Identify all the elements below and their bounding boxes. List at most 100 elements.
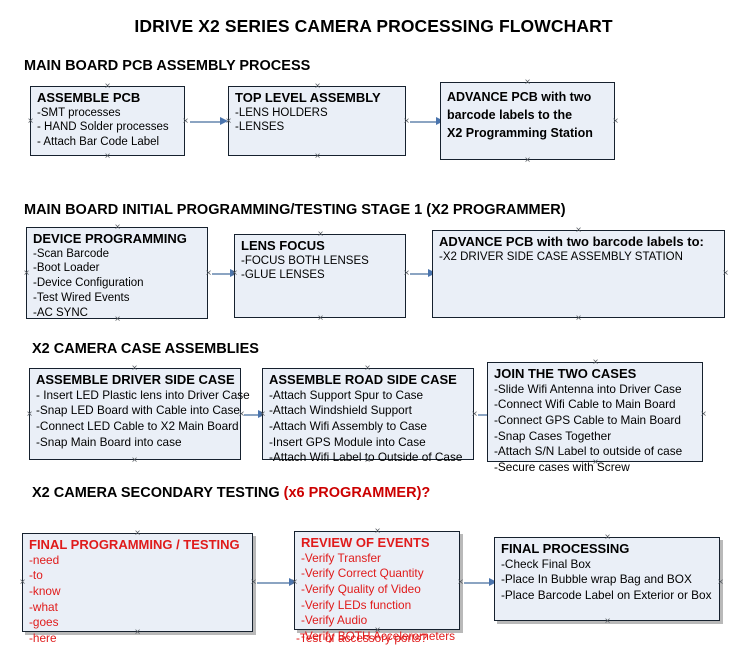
resize-handle-top[interactable]	[133, 529, 142, 538]
node-line: -know	[29, 583, 61, 598]
node-assemble-road-side-case[interactable]: ASSEMBLE ROAD SIDE CASE -Attach Support …	[262, 368, 474, 464]
resize-handle-top[interactable]	[130, 364, 139, 373]
node-advance-pcb-to-x2-programming-station[interactable]: ADVANCE PCB with two barcode labels to t…	[440, 82, 615, 160]
node-device-programming[interactable]: DEVICE PROGRAMMING -Scan Barcode -Boot L…	[26, 227, 208, 319]
resize-handle-top[interactable]	[363, 364, 372, 373]
node-final-programming-testing[interactable]: FINAL PROGRAMMING / TESTING -need -to -k…	[22, 533, 253, 645]
connector-review-of-events-to-final-processing	[464, 582, 492, 584]
connection-handle-left[interactable]	[290, 578, 299, 587]
resize-handle-bottom[interactable]	[316, 314, 325, 323]
node-assemble-pcb[interactable]: ASSEMBLE PCB -SMT processes - HAND Solde…	[30, 86, 185, 156]
connector-lens-focus-to-advance-pcb	[410, 273, 430, 275]
resize-handle-bottom[interactable]	[523, 156, 532, 165]
resize-handle-bottom[interactable]	[103, 152, 112, 161]
resize-handle-bottom[interactable]	[133, 628, 142, 637]
node-line: -Snap Cases Together	[494, 428, 612, 443]
node-line: -Attach Support Spur to Case	[269, 387, 424, 402]
connector-device-programming-to-lens-focus	[212, 273, 232, 275]
node-line: -Device Configuration	[33, 277, 144, 290]
node-title: FINAL PROCESSING	[501, 541, 630, 556]
resize-handle-top[interactable]	[574, 226, 583, 235]
node-title: REVIEW OF EVENTS	[301, 535, 430, 550]
node-line: -to	[29, 568, 43, 583]
connection-handle-left[interactable]	[26, 117, 35, 126]
connector-top-level-assembly-to-advance-pcb	[410, 121, 438, 123]
node-line: -Verify Quality of Video	[301, 581, 421, 596]
node-review-of-events[interactable]: REVIEW OF EVENTS -Verify Transfer -Verif…	[294, 531, 460, 643]
connection-handle-right[interactable]	[721, 269, 730, 278]
connection-handle-left[interactable]	[230, 269, 239, 278]
resize-handle-top[interactable]	[316, 230, 325, 239]
node-title: ASSEMBLE DRIVER SIDE CASE	[36, 372, 235, 387]
resize-handle-bottom[interactable]	[373, 626, 382, 635]
node-final-processing[interactable]: FINAL PROCESSING -Check Final Box -Place…	[494, 537, 720, 621]
connection-handle-left[interactable]	[18, 578, 27, 587]
node-title: FINAL PROGRAMMING / TESTING	[29, 537, 240, 552]
node-line: -Verify LEDs function	[301, 597, 412, 612]
node-line: -here	[29, 630, 57, 645]
resize-handle-bottom[interactable]	[363, 456, 372, 465]
node-advance-pcb-to-driver-side-case-station[interactable]: ADVANCE PCB with two barcode labels to: …	[432, 230, 725, 318]
node-line: barcode labels to the	[447, 107, 573, 122]
node-line: -Place In Bubble wrap Bag and BOX	[501, 572, 692, 587]
node-line: -Connect LED Cable to X2 Main Board	[36, 418, 239, 433]
connection-handle-right[interactable]	[181, 117, 190, 126]
node-line: -FOCUS BOTH LENSES	[241, 254, 369, 267]
resize-handle-top[interactable]	[373, 527, 382, 536]
connection-handle-right[interactable]	[699, 410, 708, 419]
node-join-the-two-cases[interactable]: JOIN THE TWO CASES -Slide Wifi Antenna i…	[487, 362, 703, 474]
connection-handle-right[interactable]	[611, 117, 620, 126]
node-line: -Connect Wifi Cable to Main Board	[494, 397, 676, 412]
resize-handle-bottom[interactable]	[603, 617, 612, 626]
connection-handle-right[interactable]	[716, 578, 725, 587]
node-line: -Attach Windshield Support	[269, 403, 412, 418]
resize-handle-top[interactable]	[523, 78, 532, 87]
node-line: -goes	[29, 615, 59, 630]
node-line: -Test Wired Events	[33, 292, 130, 305]
section-heading-highlight: (x6 PROGRAMMER)?	[283, 485, 431, 501]
node-assemble-driver-side-case[interactable]: ASSEMBLE DRIVER SIDE CASE - Insert LED P…	[29, 368, 250, 460]
node-line: -Connect GPS Cable to Main Board	[494, 412, 681, 427]
node-lens-focus[interactable]: LENS FOCUS -FOCUS BOTH LENSES -GLUE LENS…	[234, 234, 406, 318]
node-line: - Attach Bar Code Label	[37, 136, 160, 149]
node-line: -AC SYNC	[33, 307, 88, 320]
node-line: -Check Final Box	[501, 556, 591, 571]
node-line: -what	[29, 599, 58, 614]
node-line: -SMT processes	[37, 106, 121, 119]
node-title: JOIN THE TWO CASES	[494, 366, 637, 381]
section-heading-main-board-initial-programming: MAIN BOARD INITIAL PROGRAMMING/TESTING S…	[24, 202, 566, 218]
node-overflow-line-review-of-events: -Test of accessory ports?	[296, 631, 428, 645]
node-line: -Verify Transfer	[301, 550, 381, 565]
resize-handle-bottom[interactable]	[591, 458, 600, 467]
resize-handle-bottom[interactable]	[574, 314, 583, 323]
resize-handle-top[interactable]	[313, 82, 322, 91]
node-title: ASSEMBLE ROAD SIDE CASE	[269, 372, 457, 387]
node-line: -Boot Loader	[33, 262, 100, 275]
section-heading-x2-camera-case-assemblies: X2 CAMERA CASE ASSEMBLIES	[32, 341, 259, 357]
node-title: LENS FOCUS	[241, 238, 325, 253]
connection-handle-left[interactable]	[224, 117, 233, 126]
resize-handle-top[interactable]	[113, 223, 122, 232]
connector-assemble-pcb-to-top-level-assembly	[190, 121, 222, 123]
resize-handle-top[interactable]	[591, 358, 600, 367]
section-heading-text: MAIN BOARD PCB ASSEMBLY PROCESS	[24, 58, 311, 74]
node-title: ASSEMBLE PCB	[37, 90, 141, 105]
node-top-level-assembly[interactable]: TOP LEVEL ASSEMBLY -LENS HOLDERS -LENSES	[228, 86, 406, 156]
connection-handle-left[interactable]	[25, 410, 34, 419]
resize-handle-bottom[interactable]	[313, 152, 322, 161]
connection-handle-left[interactable]	[258, 410, 267, 419]
node-title: ADVANCE PCB with two barcode labels to:	[439, 234, 704, 249]
node-line: - Insert LED Plastic lens into Driver Ca…	[36, 387, 250, 402]
resize-handle-top[interactable]	[603, 533, 612, 542]
node-line: -LENS HOLDERS	[235, 106, 328, 119]
node-line: -Snap LED Board with Cable into Case	[36, 403, 240, 418]
resize-handle-top[interactable]	[103, 82, 112, 91]
section-heading-text: X2 CAMERA CASE ASSEMBLIES	[32, 341, 259, 357]
resize-handle-bottom[interactable]	[130, 456, 139, 465]
section-heading-text: MAIN BOARD INITIAL PROGRAMMING/TESTING S…	[24, 202, 566, 218]
resize-handle-bottom[interactable]	[113, 315, 122, 324]
connection-handle-left[interactable]	[22, 269, 31, 278]
connector-road-side-to-join-cases	[478, 414, 490, 416]
node-line: -Snap Main Board into case	[36, 434, 182, 449]
arrow-head-icon	[489, 578, 497, 586]
